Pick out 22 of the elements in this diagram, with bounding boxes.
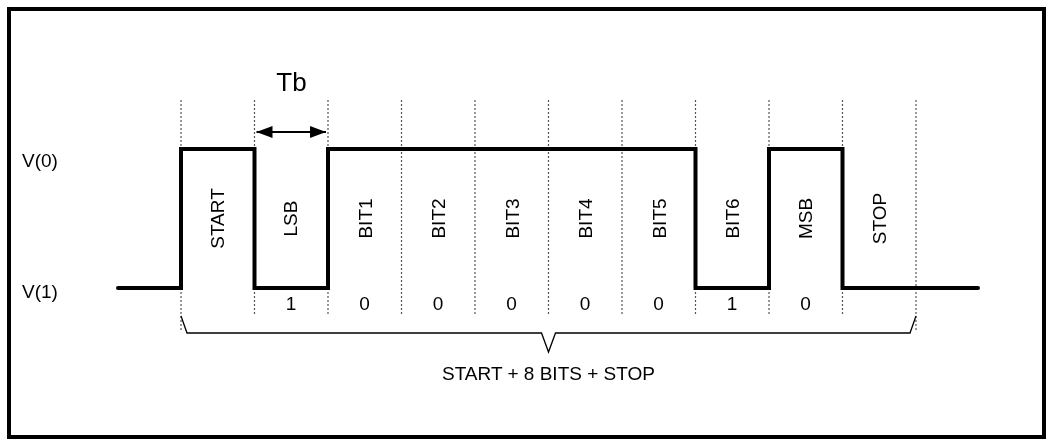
bit-slot-label: STOP — [869, 192, 889, 244]
level-label: V(1) — [22, 281, 58, 301]
bit-value: 0 — [800, 293, 811, 313]
bit-slot-label: LSB — [281, 200, 301, 236]
bit-value: 1 — [726, 293, 738, 313]
bit-slot-label: BIT6 — [722, 197, 742, 239]
dimension-label: Tb — [276, 69, 307, 95]
bit-value: 0 — [359, 293, 370, 313]
bit-slot-label: BIT5 — [649, 197, 669, 239]
bit-value: 0 — [653, 293, 664, 313]
bit-value: 0 — [506, 293, 517, 313]
bit-slot-label: BIT1 — [355, 197, 375, 239]
bit-value: 0 — [432, 293, 444, 313]
bit-value: 1 — [285, 293, 297, 313]
level-label: V(0) — [22, 150, 58, 170]
bit-slot-label: BIT3 — [502, 197, 522, 239]
bit-value: 0 — [579, 293, 591, 313]
bracket-label: START + 8 BITS + STOP — [442, 363, 655, 383]
bit-slot-label: START — [208, 187, 227, 249]
bit-slot-label: BIT4 — [575, 197, 595, 239]
bit-slot-label: BIT2 — [428, 197, 448, 239]
bit-slot-label: MSB — [796, 197, 816, 239]
